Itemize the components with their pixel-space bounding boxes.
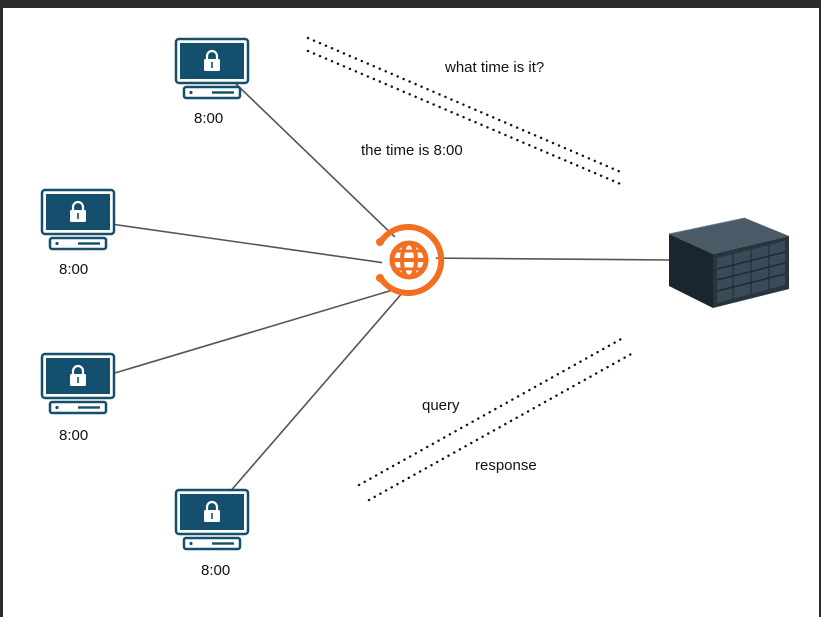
client-1-workstation[interactable] — [174, 37, 250, 100]
client-3-time: 8:00 — [59, 427, 89, 444]
link-server — [422, 257, 671, 261]
rack-server-icon[interactable] — [668, 217, 789, 308]
annotation-question: what time is it? — [445, 59, 545, 76]
connection-links — [77, 81, 671, 495]
globe-network-icon[interactable] — [376, 224, 445, 296]
traffic-lower-dots — [357, 336, 635, 502]
annotation-answer: the time is 8:00 — [361, 142, 463, 159]
link-client-4 — [227, 290, 405, 495]
link-client-1 — [233, 81, 399, 241]
client-2-workstation[interactable] — [40, 188, 116, 251]
annotation-response: response — [475, 457, 537, 474]
locked-workstation-icon — [40, 188, 116, 251]
client-4-workstation[interactable] — [174, 488, 250, 551]
client-1-time: 8:00 — [194, 110, 224, 127]
client-3-workstation[interactable] — [40, 352, 116, 415]
annotation-query: query — [422, 397, 460, 414]
locked-workstation-icon — [174, 488, 250, 551]
traffic-upper-dots — [306, 36, 625, 187]
network-diagram — [40, 36, 789, 551]
locked-workstation-icon — [40, 352, 116, 415]
client-4-time: 8:00 — [201, 562, 231, 579]
client-2-time: 8:00 — [59, 261, 89, 278]
locked-workstation-icon — [174, 37, 250, 100]
diagram-canvas: what time is it? the time is 8:00 query … — [3, 8, 819, 617]
link-client-3 — [77, 288, 397, 385]
link-client-2 — [110, 223, 400, 266]
